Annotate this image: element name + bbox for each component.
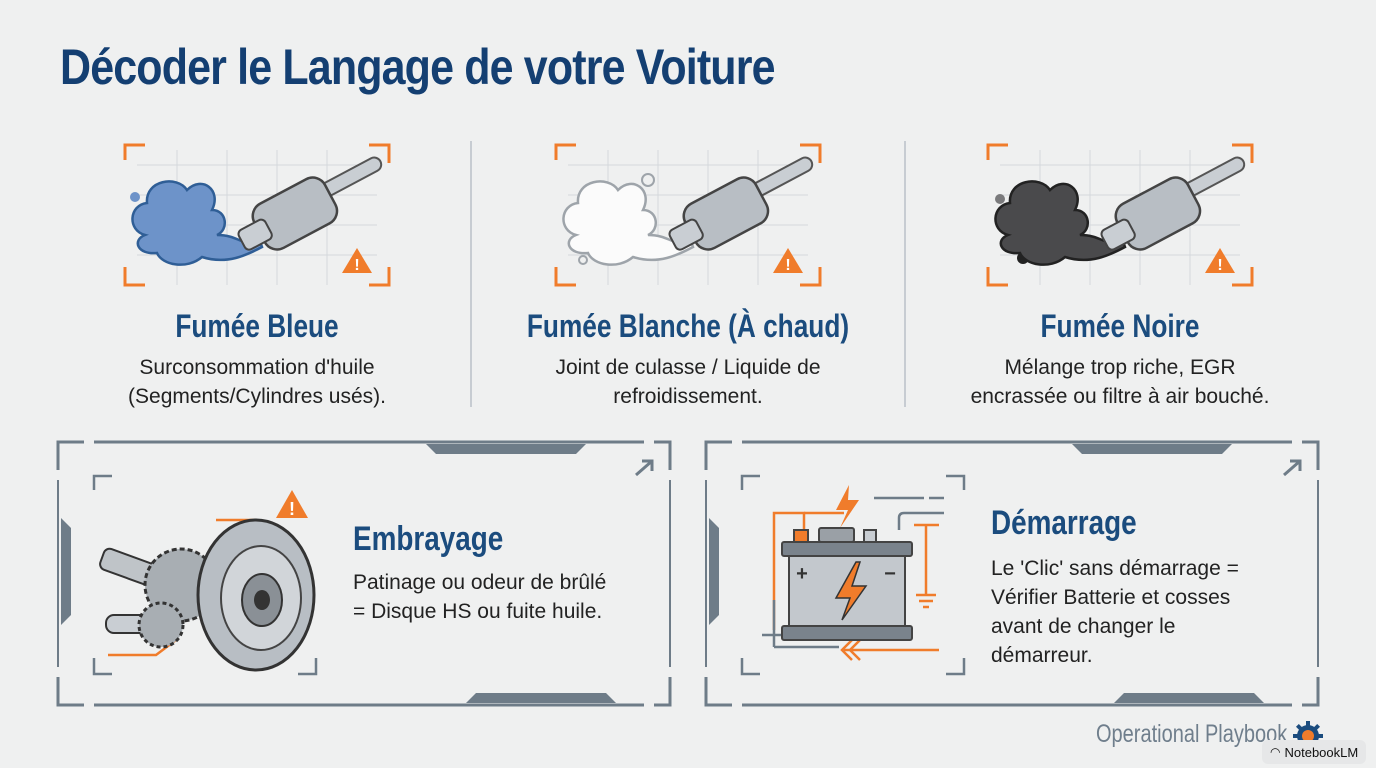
panel-description: Patinage ou odeur de brûlé = Disque HS o… xyxy=(353,568,606,626)
starter-panel: + − Démarrage Le 'Clic' sans démarrage =… xyxy=(704,440,1322,707)
desc-line: refroidissement. xyxy=(613,385,763,408)
smoke-description: Mélange trop riche, EGR encrassée ou fil… xyxy=(910,353,1330,411)
notebooklm-badge[interactable]: ◠ NotebookLM xyxy=(1262,740,1367,764)
badge-label: NotebookLM xyxy=(1284,744,1359,760)
panel-description: Le 'Clic' sans démarrage = Vérifier Batt… xyxy=(991,554,1239,670)
smoke-heading: Fumée Blanche (À chaud) xyxy=(526,308,850,344)
desc-line: Patinage ou odeur de brûlé xyxy=(353,571,607,594)
notebooklm-logo-icon: ◠ xyxy=(1270,745,1281,759)
smoke-description: Joint de culasse / Liquide de refroidiss… xyxy=(478,353,898,411)
panel-heading: Démarrage xyxy=(991,504,1137,542)
clutch-gear-icon: ! xyxy=(96,480,336,685)
desc-line: Le 'Clic' sans démarrage = xyxy=(991,557,1239,580)
desc-line: Mélange trop riche, EGR xyxy=(1004,356,1236,379)
white-smoke-exhaust-icon: ! xyxy=(548,135,828,300)
column-divider xyxy=(904,141,906,407)
smoke-card-white: ! Fumée Blanche (À chaud) Joint de culas… xyxy=(478,135,898,411)
desc-line: Vérifier Batterie et cosses xyxy=(991,586,1231,609)
desc-line: = Disque HS ou fuite huile. xyxy=(353,600,603,623)
hud-frame xyxy=(56,440,672,707)
smoke-heading: Fumée Bleue xyxy=(175,308,339,344)
desc-line: Surconsommation d'huile xyxy=(139,356,375,379)
panel-heading: Embrayage xyxy=(353,520,504,558)
page-title: Décoder le Langage de votre Voiture xyxy=(60,39,775,95)
svg-text:+: + xyxy=(796,563,808,585)
svg-text:!: ! xyxy=(289,499,295,519)
smoke-heading: Fumée Noire xyxy=(1040,308,1200,344)
brand-label: Operational Playbook xyxy=(1096,720,1288,748)
clutch-panel: ! Embrayage Patinage ou odeur de brûlé =… xyxy=(56,440,674,707)
desc-line: encrassée ou filtre à air bouché. xyxy=(970,385,1270,408)
hud-frame xyxy=(704,440,1320,707)
battery-icon: + − xyxy=(744,480,974,685)
column-divider xyxy=(470,141,472,407)
svg-text:!: ! xyxy=(354,257,359,274)
smoke-card-black: ! Fumée Noire Mélange trop riche, EGR en… xyxy=(910,135,1330,411)
desc-line: avant de changer le xyxy=(991,615,1176,638)
svg-text:!: ! xyxy=(785,257,790,274)
black-smoke-exhaust-icon: ! xyxy=(980,135,1260,300)
blue-smoke-exhaust-icon: ! xyxy=(117,135,397,300)
desc-line: (Segments/Cylindres usés). xyxy=(128,385,386,408)
desc-line: démarreur. xyxy=(991,644,1093,667)
desc-line: Joint de culasse / Liquide de xyxy=(555,356,821,379)
svg-text:!: ! xyxy=(1217,257,1222,274)
svg-text:−: − xyxy=(884,563,896,585)
smoke-description: Surconsommation d'huile (Segments/Cylind… xyxy=(47,353,467,411)
smoke-card-blue: ! Fumée Bleue Surconsommation d'huile (S… xyxy=(47,135,467,411)
